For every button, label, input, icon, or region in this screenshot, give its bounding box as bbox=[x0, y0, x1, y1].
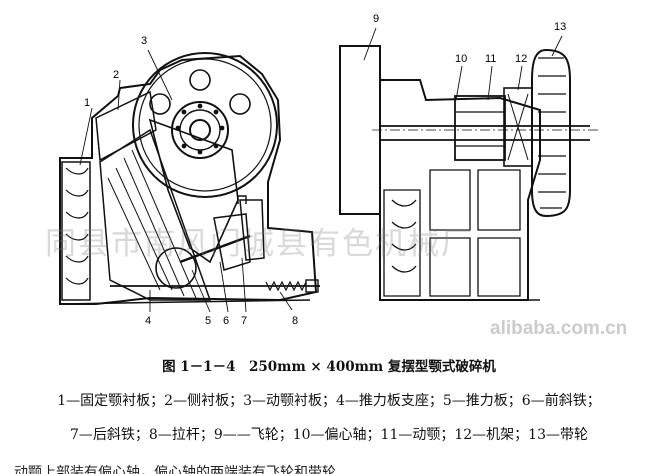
callout-13: 13 bbox=[554, 21, 567, 33]
front-wedge bbox=[213, 213, 251, 271]
callout-5: 5 bbox=[205, 315, 212, 327]
moving-jaw-body bbox=[148, 118, 239, 264]
callout-7: 7 bbox=[241, 315, 248, 327]
toggle-plate bbox=[179, 234, 251, 264]
rear-wedge bbox=[239, 199, 265, 261]
callout-9: 9 bbox=[373, 13, 380, 25]
legend-line-2: 7—后斜铁；8—拉杆；9——飞轮；10—偏心轴；11—动颚；12—机架；13—带… bbox=[70, 427, 588, 443]
callout-4: 4 bbox=[145, 315, 152, 327]
callout-6: 6 bbox=[223, 315, 230, 327]
callout-3: 3 bbox=[141, 35, 148, 47]
callout-2: 2 bbox=[113, 69, 120, 81]
callout-12: 12 bbox=[515, 53, 528, 65]
figure-caption: 图 1－1－4 250mm × 400mm 复摆型颚式破碎机 bbox=[162, 359, 496, 375]
crusher-drawing bbox=[59, 27, 600, 313]
leader-lines bbox=[79, 27, 563, 313]
callout-11: 11 bbox=[485, 53, 497, 65]
flywheel-left-view bbox=[132, 52, 278, 198]
legend-line-1: 1—固定颚衬板；2—侧衬板；3—动颚衬板；4—推力板支座；5—推力板；6—前斜铁… bbox=[57, 393, 601, 409]
eccentric-shaft bbox=[380, 125, 590, 141]
left-frame-outline bbox=[59, 54, 318, 305]
moving-jaw-housing bbox=[454, 95, 506, 161]
bearing-balls bbox=[175, 103, 225, 155]
site-watermark: alibaba.com.cn bbox=[490, 318, 628, 339]
pulley bbox=[531, 48, 571, 218]
watermark: 同县市南风门城县有色机械厂 bbox=[45, 226, 474, 262]
tie-rod-spring bbox=[265, 280, 307, 292]
callout-8: 8 bbox=[292, 315, 299, 327]
eccentric-bearing-outer bbox=[171, 101, 229, 159]
moving-jaw-plate bbox=[99, 128, 212, 301]
callout-10: 10 bbox=[455, 53, 468, 65]
side-liner bbox=[95, 90, 157, 162]
partial-text-line: …动颚上部装有偏心轴，偏心轴的两端装有飞轮和带轮…… bbox=[0, 465, 364, 474]
crusher-diagram-svg bbox=[59, 27, 600, 313]
callout-1: 1 bbox=[84, 97, 91, 109]
